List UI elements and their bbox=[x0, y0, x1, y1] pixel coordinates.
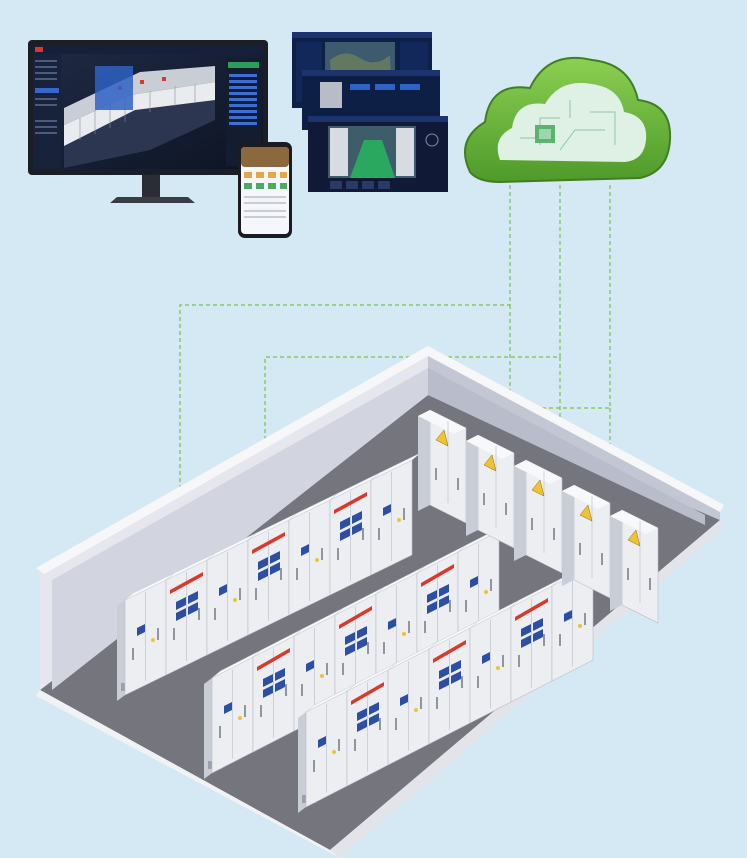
warning-icon bbox=[435, 429, 449, 447]
cabinet-row bbox=[298, 557, 602, 813]
cabinet-row bbox=[204, 523, 508, 779]
switchgear-cabinet bbox=[346, 662, 397, 787]
cabinet-row bbox=[117, 452, 421, 701]
switchgear-cabinet bbox=[469, 599, 520, 724]
switchgear-cabinet bbox=[329, 472, 380, 596]
link-line bbox=[179, 185, 511, 600]
hazard-cabinet bbox=[418, 409, 467, 524]
warning-icon bbox=[627, 529, 641, 547]
warning-icon bbox=[531, 479, 545, 497]
hazard-cabinet bbox=[562, 484, 611, 599]
link-line bbox=[264, 185, 561, 680]
desktop-monitor-icon bbox=[28, 40, 268, 203]
switchgear-cabinet bbox=[510, 578, 561, 703]
switchgear-cabinet bbox=[252, 628, 303, 753]
hazard-cabinet bbox=[514, 459, 563, 574]
switchgear-cabinet bbox=[305, 683, 356, 808]
switchgear-cabinet bbox=[206, 532, 257, 656]
switchgear-cabinet bbox=[165, 552, 216, 676]
cabinet-row bbox=[418, 409, 659, 624]
cloud-icon bbox=[464, 56, 672, 184]
cabinet-rows bbox=[117, 409, 659, 813]
hazard-cabinet bbox=[610, 509, 659, 624]
dashboard-screens-icon bbox=[292, 32, 448, 192]
hazard-cabinet bbox=[466, 434, 515, 549]
switchgear-cabinet bbox=[428, 620, 479, 745]
switchgear-cabinet bbox=[370, 452, 421, 576]
switchgear-cabinet bbox=[211, 649, 262, 774]
smartphone-icon bbox=[238, 142, 292, 238]
warning-icon bbox=[579, 504, 593, 522]
warning-icon bbox=[483, 454, 497, 472]
